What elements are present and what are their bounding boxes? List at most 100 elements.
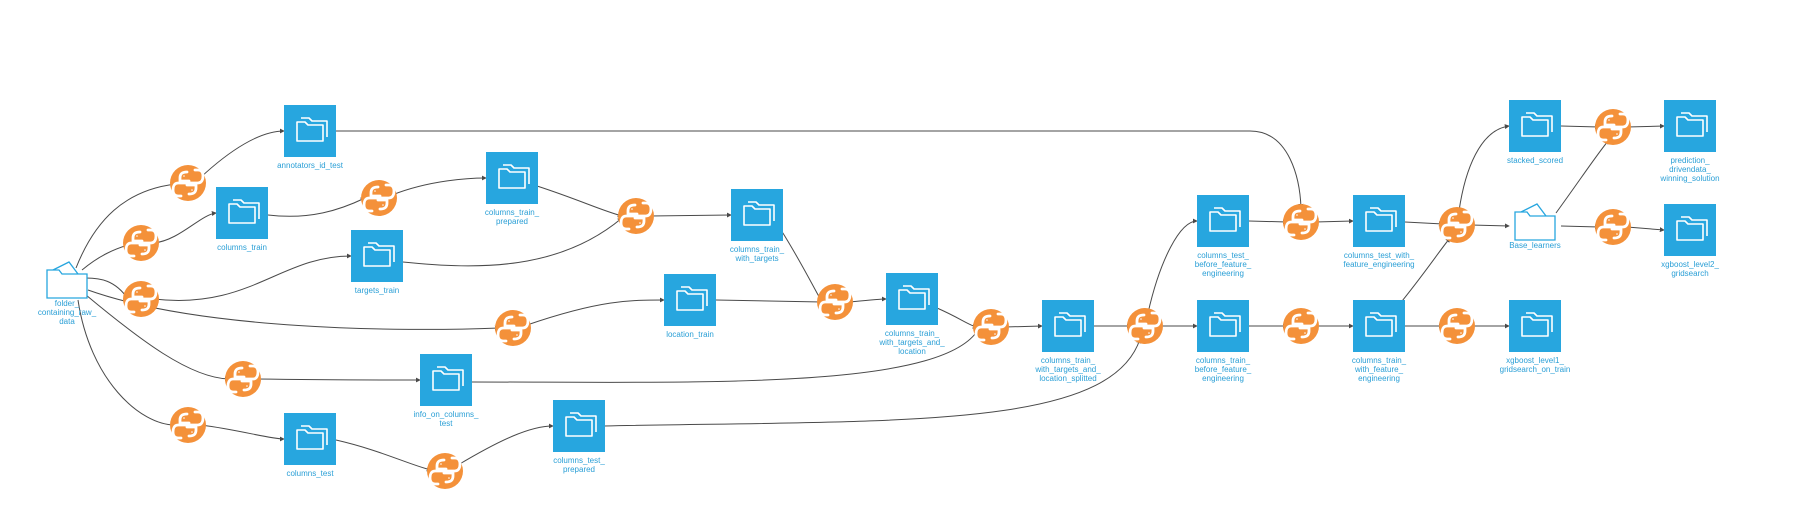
edge-info_on_columns_test-to-r_split [470, 329, 979, 383]
dataset-label-line: columns_train_ [730, 245, 785, 254]
dataset-node-columns_train_with_targets[interactable]: columns_train_with_targets [730, 189, 785, 263]
folder-body-icon [1514, 211, 1556, 241]
dataset-node-targets_train[interactable]: targets_train [351, 230, 403, 295]
edge-r_location-to-location_train [526, 297, 665, 326]
dataset-box [216, 187, 268, 239]
dataset-node-columns_test_with_feature_engineering[interactable]: columns_test_with_feature_engineering [1343, 195, 1415, 269]
edge-columns_train_prepared-to-r_join_targets [536, 185, 623, 218]
dataset-label-line: feature_engineering [1343, 260, 1414, 269]
dataset-label-line: before_feature_ [1195, 260, 1252, 269]
dataset-node-prediction_drivendata_winning_solution[interactable]: prediction_drivendata_winning_solution [1659, 100, 1720, 183]
dataset-label-line: location [898, 347, 926, 356]
dataset-label-line: columns_train_ [1041, 356, 1096, 365]
dataset-node-info_on_columns_test[interactable]: info_on_columns_test [414, 354, 479, 428]
dataset-label-line: with_targets_and_ [1034, 365, 1101, 374]
recipe-node-r_xgb2[interactable] [1595, 209, 1631, 245]
recipe-node-r_prep_train[interactable] [361, 180, 397, 216]
recipe-node-r_location[interactable] [495, 310, 531, 346]
dataset-label-line: with_feature_ [1354, 365, 1404, 374]
dataset-box [1042, 300, 1094, 352]
recipe-node-r_split2[interactable] [1127, 308, 1163, 344]
edge-r_xgb2-to-xgboost_level2_gridsearch [1626, 226, 1665, 233]
recipe-node-r_fe_test[interactable] [1283, 204, 1319, 240]
dataset-box [1197, 300, 1249, 352]
dataset-node-xgboost_level2_gridsearch[interactable]: xgboost_level2_gridsearch [1661, 204, 1719, 278]
dataset-node-columns_train_before_feature_engineering[interactable]: columns_train_before_feature_engineering [1195, 300, 1252, 383]
dataset-label-line: columns_train [217, 243, 267, 252]
edge-r_join_targets-to-columns_train_with_targets [649, 212, 732, 218]
dataset-box [1664, 204, 1716, 256]
recipe-node-r_join_location[interactable] [817, 284, 853, 320]
dataset-node-xgboost_level1_gridsearch_on_train[interactable]: xgboost_level1_gridsearch_on_train [1500, 300, 1571, 374]
dataset-label-line: xgboost_level2_ [1661, 260, 1719, 269]
dataset-node-columns_train_prepared[interactable]: columns_train_prepared [485, 152, 540, 226]
dataset-label-line: data [59, 317, 75, 326]
dataset-label-line: winning_solution [1659, 174, 1719, 183]
recipe-node-r_annot[interactable] [170, 165, 206, 201]
recipe-node-r_xgb1[interactable] [1439, 308, 1475, 344]
dataset-node-columns_train_with_feature_engineering[interactable]: columns_train_with_feature_engineering [1352, 300, 1407, 383]
dataset-label-line: prediction_ [1670, 156, 1710, 165]
recipe-node-r_pred[interactable] [1595, 109, 1631, 145]
dataset-node-annotators_id_test[interactable]: annotators_id_test [277, 105, 344, 170]
dataset-box [420, 354, 472, 406]
dataset-label-line: columns_test_ [1197, 251, 1249, 260]
dataset-label-line: prepared [563, 465, 595, 474]
dataset-node-columns_train[interactable]: columns_train [216, 187, 268, 252]
recipe-node-r_base[interactable] [1439, 207, 1475, 243]
dataset-label-line: columns_test_ [553, 456, 605, 465]
edge-columns_train_with_targets_and_location-to-r_split [936, 307, 978, 329]
dataset-label-line: columns_train_ [1352, 356, 1407, 365]
dataset-node-folder_raw[interactable]: folder_containing_raw_data [38, 261, 97, 326]
edge-r_join_location-to-columns_train_with_targets_and_location [848, 296, 887, 303]
dataset-node-columns_test_prepared[interactable]: columns_test_prepared [553, 400, 605, 474]
edge-stacked_scored-to-r_pred [1560, 124, 1600, 130]
edge-r_split-to-columns_train_with_targets_and_location_splitted [1004, 323, 1043, 329]
edge-r_info-to-info_on_columns_test [255, 377, 421, 383]
recipe-node-r_info[interactable] [225, 361, 261, 397]
recipe-node-r_join_targets[interactable] [618, 198, 654, 234]
dataset-box [1353, 300, 1405, 352]
recipe-node-r_prep_test[interactable] [427, 453, 463, 489]
dataset-node-columns_test[interactable]: columns_test [284, 413, 336, 478]
recipe-node-r_split[interactable] [973, 309, 1009, 345]
dataset-label-line: with_targets_and_ [878, 338, 945, 347]
dataset-node-base_learners[interactable]: Base_learners [1509, 203, 1561, 250]
dataset-box [664, 274, 716, 326]
edge-r_split2-to-columns_test_before_feature_engineering [1147, 218, 1198, 314]
edge-folder_raw-to-r_coltrain [81, 243, 129, 271]
dataset-box [731, 189, 783, 241]
dataset-label-line: annotators_id_test [277, 161, 344, 170]
dataset-node-location_train[interactable]: location_train [664, 274, 716, 339]
dataset-node-columns_train_with_targets_and_location_splitted[interactable]: columns_train_with_targets_and_location_… [1034, 300, 1101, 383]
dataset-label-line: location_train [666, 330, 714, 339]
dataset-label-line: folder_ [55, 299, 80, 308]
edge-folder_raw-to-r_info [85, 294, 230, 382]
edge-annotators_id_test-to-r_fe_test [336, 130, 1304, 209]
dataset-label-line: engineering [1358, 374, 1400, 383]
edge-r_targets-to-targets_train [153, 253, 352, 301]
recipe-node-r_fe_train[interactable] [1283, 308, 1319, 344]
edge-columns_train_with_targets-to-r_join_location [780, 229, 823, 303]
dataset-box [351, 230, 403, 282]
dataset-box [1353, 195, 1405, 247]
dataset-label-line: engineering [1202, 269, 1244, 278]
edge-columns_test_with_feature_engineering-to-r_base [1404, 221, 1444, 227]
edge-base_learners-to-r_xgb2 [1560, 224, 1600, 230]
dataset-label-line: stacked_scored [1507, 156, 1563, 165]
dataset-node-columns_test_before_feature_engineering[interactable]: columns_test_before_feature_engineering [1195, 195, 1252, 278]
recipe-node-r_targets[interactable] [123, 281, 159, 317]
dataset-label-line: info_on_columns_ [414, 410, 479, 419]
edge-r_prep_train-to-columns_train_prepared [391, 175, 487, 196]
dataset-node-stacked_scored[interactable]: stacked_scored [1507, 100, 1563, 165]
dataset-node-columns_train_with_targets_and_location[interactable]: columns_train_with_targets_and_location [878, 273, 945, 356]
dataset-label-line: targets_train [355, 286, 399, 295]
dataset-label-line: drivendata_ [1669, 165, 1711, 174]
dataset-label-line: before_feature_ [1195, 365, 1252, 374]
edge-targets_train-to-r_join_targets [402, 217, 623, 267]
recipe-node-r_coltest[interactable] [170, 407, 206, 443]
edge-r_prep_test-to-columns_test_prepared [457, 423, 554, 466]
nodes-layer: folder_containing_raw_data annotators_id_… [38, 100, 1720, 489]
recipe-node-r_coltrain[interactable] [123, 225, 159, 261]
dataset-label-line: columns_train_ [485, 208, 540, 217]
